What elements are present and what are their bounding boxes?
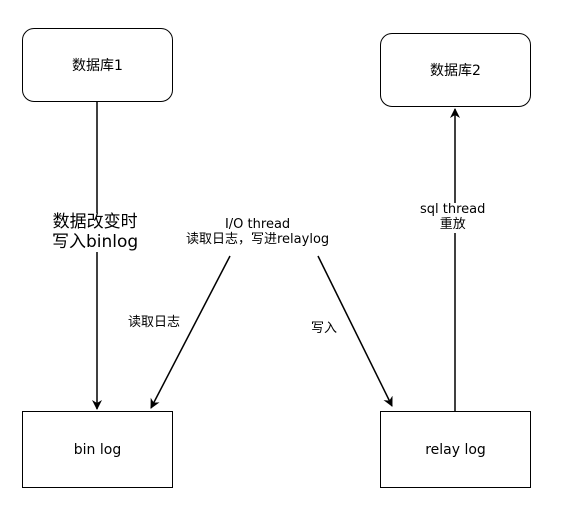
edge-label-change: 数据改变时 写入binlog: [52, 212, 139, 253]
node-bin-log[interactable]: bin log: [22, 411, 173, 488]
node-database-2-label: 数据库2: [430, 63, 481, 79]
node-database-1-label: 数据库1: [72, 58, 123, 74]
edge-io-to-binlog: [150, 255, 231, 409]
node-database-2[interactable]: 数据库2: [380, 33, 531, 107]
edge-label-io-thread: I/O thread 读取日志，写进relaylog: [186, 217, 330, 248]
edge-label-write-in-text: 写入: [311, 321, 338, 336]
edge-label-read-log-text: 读取日志: [128, 315, 181, 330]
node-relay-log-label: relay log: [425, 441, 486, 458]
edge-label-write-in: 写入: [311, 321, 338, 337]
edge-label-io-line1: I/O thread: [224, 217, 291, 232]
edge-label-sql-thread: sql thread 重放: [420, 202, 486, 233]
edge-label-io-line2: 读取日志，写进relaylog: [186, 231, 330, 247]
edge-label-read-log: 读取日志: [128, 315, 181, 331]
edge-label-change-line1: 数据改变时: [52, 212, 138, 232]
edge-label-sql-line2: 重放: [439, 216, 466, 232]
edge-io-to-relaylog: [317, 255, 393, 407]
node-relay-log[interactable]: relay log: [380, 411, 531, 488]
node-database-1[interactable]: 数据库1: [22, 28, 173, 102]
node-bin-log-label: bin log: [73, 441, 122, 458]
edge-label-change-line2: 写入binlog: [52, 231, 139, 252]
edge-label-sql-line1: sql thread: [420, 202, 486, 217]
